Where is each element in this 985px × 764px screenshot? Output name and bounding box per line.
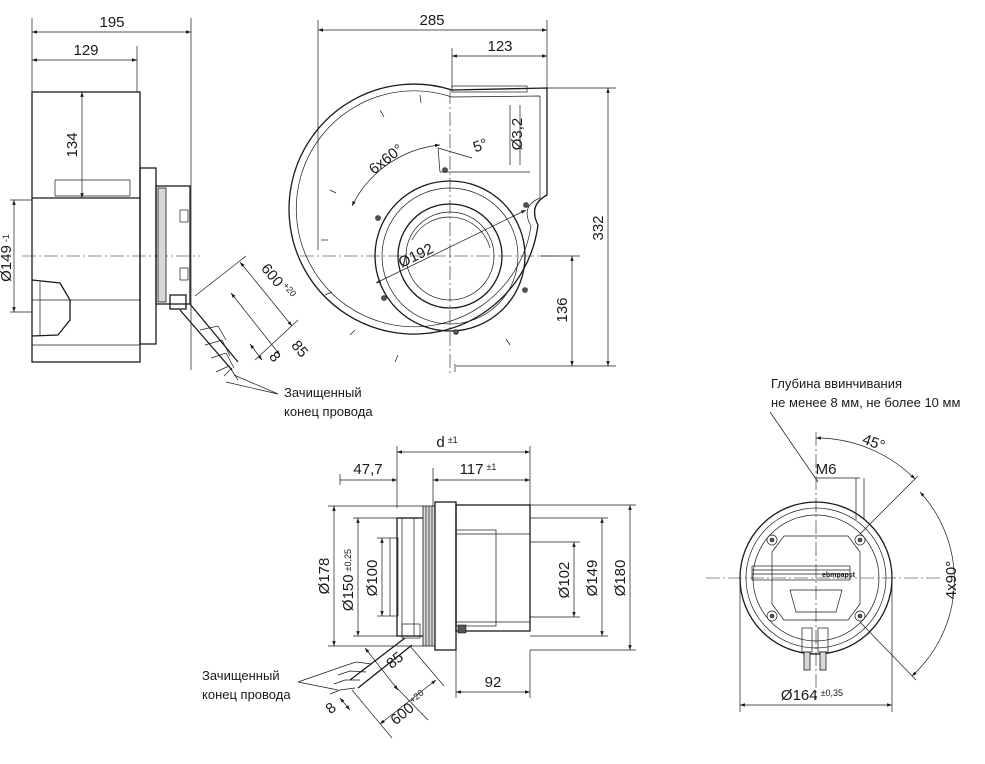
dim-129-label: 129	[73, 42, 98, 59]
dim-3-2-label: Ø3,2	[509, 118, 526, 151]
dim-117-label: 117±1	[460, 461, 497, 478]
side-strip-85-label: 85	[288, 337, 312, 361]
dim-4x90-label: 4x90°	[943, 561, 960, 600]
side-view: 195 129 134 Ø149-1	[0, 14, 373, 419]
dim-285-label: 285	[419, 12, 444, 29]
dim-5deg-label: 5°	[471, 135, 490, 156]
dim-192-label: Ø192	[396, 240, 436, 271]
dim-m6-label: M6	[816, 461, 837, 478]
rear-view: Глубина ввинчивания не менее 8 мм, не бо…	[706, 376, 960, 712]
side-note-line1: Зачищенный	[284, 385, 362, 400]
front-view: 285 123	[288, 12, 616, 375]
rear-logo: ebmpapst	[822, 572, 856, 579]
dim-45deg-label: 45°	[860, 431, 887, 455]
section-strip-8-label: 8	[322, 699, 339, 717]
rear-note-line2: не менее 8 мм, не более 10 мм	[771, 395, 960, 410]
dim-178-label: Ø178	[316, 558, 333, 595]
dim-180-label: Ø180	[612, 560, 629, 597]
dim-102-label: Ø102	[556, 562, 573, 599]
dim-134-label: 134	[64, 132, 81, 157]
inlet-nozzle	[31, 279, 71, 337]
fan-housing-side	[31, 91, 141, 363]
dim-92-label: 92	[485, 674, 502, 691]
side-cable-length-label: 600+20	[257, 260, 298, 304]
dim-150-label: Ø150±0,25	[340, 549, 357, 611]
side-note-line2: конец провода	[284, 404, 373, 419]
dim-6x60-label: 6x60°	[366, 141, 407, 178]
dim-d-label: d±1	[436, 434, 457, 451]
side-strip-8-label: 8	[265, 348, 283, 365]
dim-100-label: Ø100	[364, 560, 381, 597]
dim-123-label: 123	[487, 38, 512, 55]
dim-149-section-label: Ø149	[584, 560, 601, 597]
dim-164-label: Ø164±0,35	[781, 687, 843, 704]
dim-47-7-label: 47,7	[353, 461, 382, 478]
dim-195-label: 195	[99, 14, 124, 31]
volute-ribs	[321, 94, 511, 372]
section-cable-length-label: 600+20	[387, 688, 431, 729]
volute-housing	[288, 83, 548, 335]
section-view: d±1 47,7 117±1 Ø178 Ø150	[202, 434, 636, 739]
section-note-line2: конец провода	[202, 687, 291, 702]
section-note-line1: Зачищенный	[202, 668, 280, 683]
dim-136-label: 136	[554, 297, 571, 322]
rear-note-line1: Глубина ввинчивания	[771, 376, 902, 391]
rear-mount-holes	[766, 534, 866, 622]
dim-149-label: Ø149-1	[0, 234, 15, 282]
dim-332-label: 332	[590, 215, 607, 240]
motor-section	[389, 501, 531, 651]
cable-bundle	[179, 303, 239, 381]
